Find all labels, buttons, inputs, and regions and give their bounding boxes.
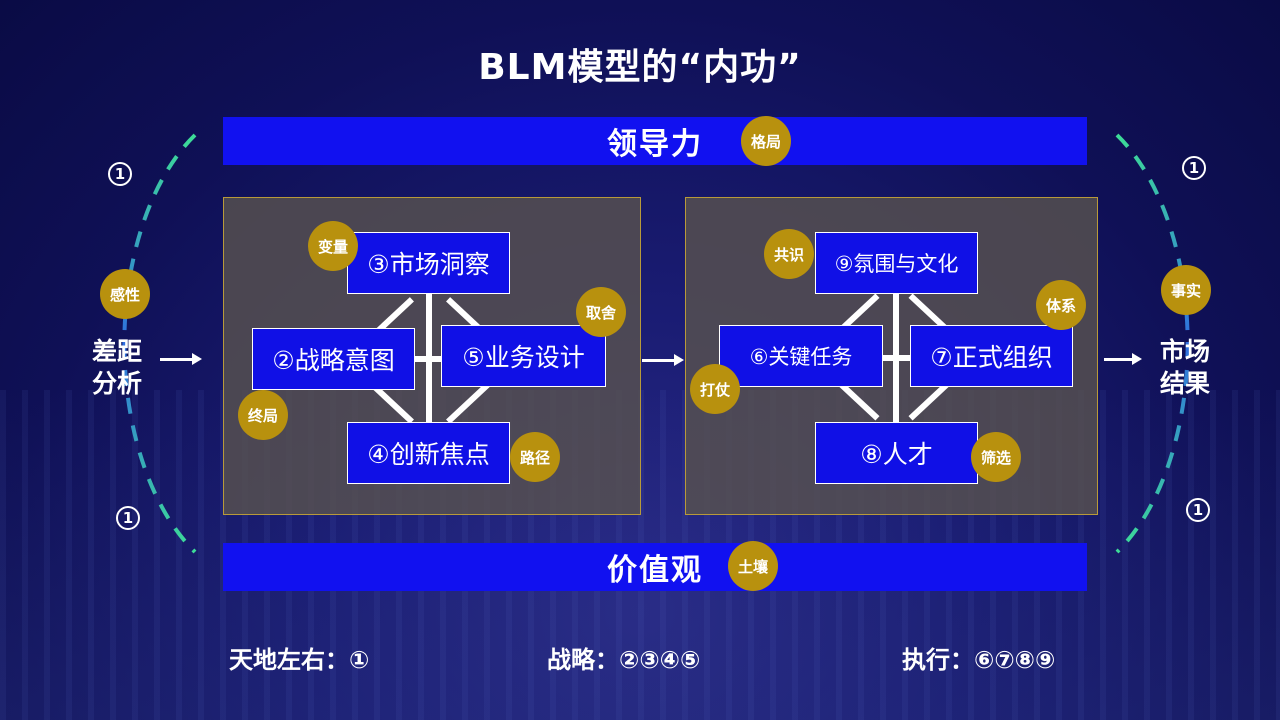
- node-strategic-intent: ②战略意图: [252, 328, 415, 390]
- badge-variable: 变量: [308, 221, 358, 271]
- market-result-label: 市场 结果: [1160, 336, 1210, 400]
- market-result-line1: 市场: [1160, 337, 1211, 366]
- node-talent: ⑧人才: [815, 422, 978, 484]
- footer-strategy: 战略：②③④⑤: [547, 646, 701, 674]
- badge-path: 路径: [510, 432, 560, 482]
- left-arrow: [160, 353, 202, 365]
- gap-analysis-label: 差距 分析: [92, 336, 142, 400]
- node-innovation-focus: ④创新焦点: [347, 422, 510, 484]
- footer-environment: 天地左右：①: [229, 646, 370, 674]
- right-num-top: 1: [1182, 156, 1206, 180]
- node-formal-organization: ⑦正式组织: [910, 325, 1073, 387]
- page-title: BLM模型的“内功”: [478, 47, 802, 88]
- left-num-top: 1: [108, 162, 132, 186]
- footer-execution: 执行：⑥⑦⑧⑨: [902, 646, 1056, 674]
- badge-consensus: 共识: [764, 229, 814, 279]
- gap-analysis-line2: 分析: [92, 369, 143, 398]
- left-num-bottom: 1: [116, 506, 140, 530]
- middle-arrow: [642, 354, 684, 366]
- badge-pattern: 格局: [741, 116, 791, 166]
- badge-sensibility: 感性: [100, 269, 150, 319]
- badge-screening: 筛选: [971, 432, 1021, 482]
- badge-fact: 事实: [1161, 265, 1211, 315]
- badge-soil: 土壤: [728, 541, 778, 591]
- badge-tradeoff: 取舍: [576, 287, 626, 337]
- strategy-connector-horizontal: [415, 356, 443, 362]
- right-arrow: [1104, 353, 1142, 365]
- market-result-line2: 结果: [1160, 369, 1211, 398]
- badge-battle: 打仗: [690, 364, 740, 414]
- node-key-tasks: ⑥关键任务: [719, 325, 883, 387]
- values-label: 价值观: [607, 553, 703, 588]
- badge-system: 体系: [1036, 280, 1086, 330]
- node-business-design: ⑤业务设计: [441, 325, 606, 387]
- values-bar: 价值观: [223, 543, 1087, 591]
- leadership-label: 领导力: [607, 127, 703, 162]
- right-num-bottom: 1: [1186, 498, 1210, 522]
- node-market-insight: ③市场洞察: [347, 232, 510, 294]
- leadership-bar: 领导力: [223, 117, 1087, 165]
- badge-endgame: 终局: [238, 390, 288, 440]
- node-atmosphere-culture: ⑨氛围与文化: [815, 232, 978, 294]
- execution-connector-horizontal: [883, 355, 910, 361]
- gap-analysis-line1: 差距: [92, 337, 143, 366]
